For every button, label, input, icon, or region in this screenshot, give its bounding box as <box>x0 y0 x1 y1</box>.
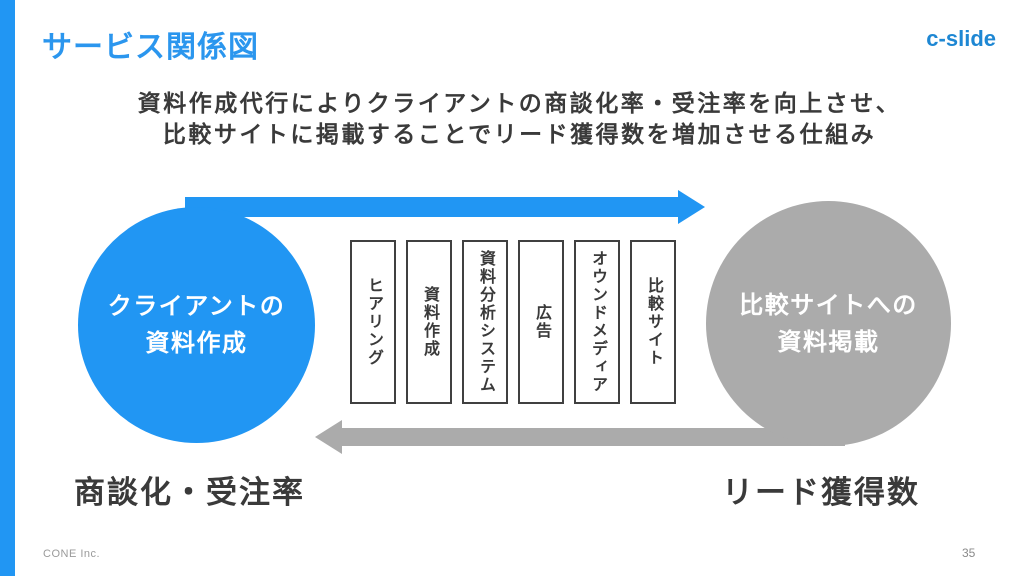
top-arrow-right-head-icon <box>678 190 705 224</box>
metric-negotiation-order-rate: 商談化・受注率 <box>74 475 305 510</box>
client-document-circle: クライアントの 資料作成 <box>78 207 315 443</box>
bottom-arrow-shaft <box>340 428 845 446</box>
step-box-comparison-site: 比較サイト <box>630 240 676 404</box>
step-label: オウンドメディア <box>589 250 606 394</box>
step-box-advertising: 広告 <box>518 240 564 404</box>
comparison-circle-line-2: 資料掲載 <box>777 328 880 356</box>
step-box-hearing: ヒアリング <box>350 240 396 404</box>
step-label: ヒアリング <box>365 277 382 367</box>
step-label: 資料作成 <box>421 286 438 358</box>
step-box-owned-media: オウンドメディア <box>574 240 620 404</box>
comparison-site-circle: 比較サイトへの 資料掲載 <box>706 201 951 446</box>
step-label: 比較サイト <box>645 277 662 367</box>
top-arrow-shaft <box>185 197 678 217</box>
bottom-arrow-left-head-icon <box>315 420 342 454</box>
brand-logo: c-slide <box>926 26 996 51</box>
metric-lead-count: リード獲得数 <box>722 475 920 510</box>
left-accent-bar <box>0 0 15 576</box>
step-box-analysis-system: 資料分析システム <box>462 240 508 404</box>
step-box-document-creation: 資料作成 <box>406 240 452 404</box>
subtitle-line-1: 資料作成代行によりクライアントの商談化率・受注率を向上させ、 <box>137 90 902 116</box>
slide-subtitle: 資料作成代行によりクライアントの商談化率・受注率を向上させ、 比較サイトに掲載す… <box>15 88 1024 150</box>
client-circle-line-1: クライアントの <box>107 293 286 320</box>
comparison-circle-line-1: 比較サイトへの <box>739 291 918 319</box>
step-label: 広告 <box>533 304 550 340</box>
page-title: サービス関係図 <box>42 31 259 64</box>
step-label: 資料分析システム <box>477 250 494 394</box>
footer-company-name: CONE Inc. <box>43 548 101 560</box>
subtitle-line-2: 比較サイトに掲載することでリード獲得数を増加させる仕組み <box>162 121 877 147</box>
page-number: 35 <box>962 546 976 560</box>
client-circle-line-2: 資料作成 <box>145 330 248 357</box>
